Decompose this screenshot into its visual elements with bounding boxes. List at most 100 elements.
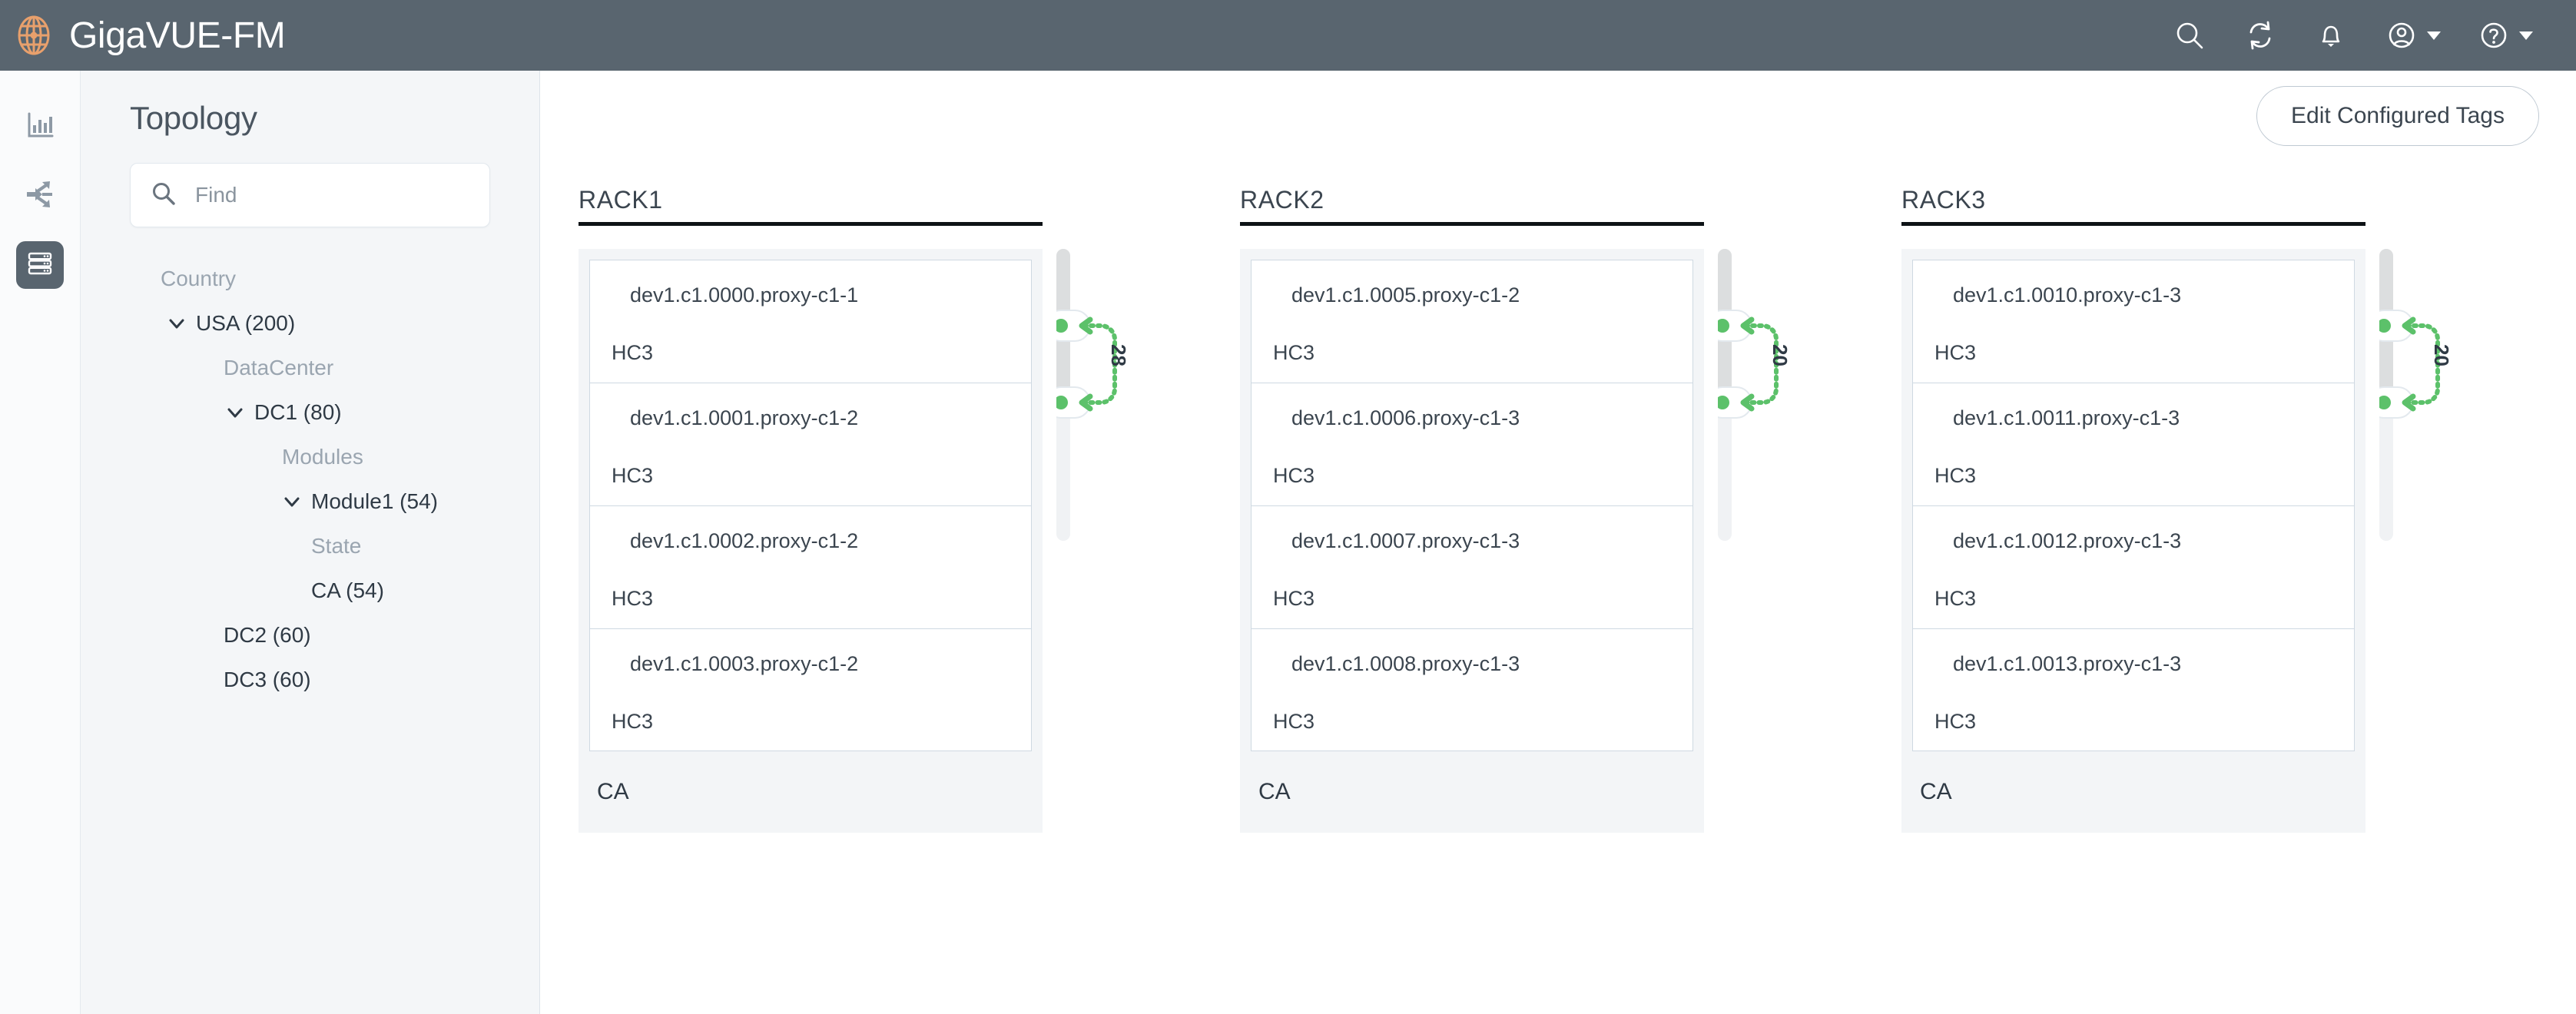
device-model: HC3: [1934, 464, 1977, 487]
tree-item-country: Country: [130, 257, 490, 301]
header-actions: [2172, 18, 2533, 53]
globe-icon: [12, 14, 55, 57]
notifications-bell-icon[interactable]: [2313, 18, 2349, 53]
chevron-down-icon: [2427, 31, 2441, 40]
device-name: dev1.c1.0011.proxy-c1-3: [1953, 406, 2180, 429]
refresh-icon[interactable]: [2243, 18, 2278, 53]
inventory-icon: [26, 250, 54, 281]
chevron-down-icon[interactable]: [165, 312, 188, 335]
rack-title: RACK3: [1901, 186, 1986, 214]
device-model: HC3: [1273, 587, 1315, 610]
device-model: HC3: [612, 710, 654, 733]
traffic-flows-icon: [25, 179, 55, 214]
tree-item-usa-200[interactable]: USA (200): [130, 301, 490, 346]
rack-connector-area: 20: [1718, 249, 1802, 616]
app-header: GigaVUE-FM: [0, 0, 2576, 71]
rack-title-underline: [1240, 222, 1704, 226]
device-model: HC3: [1934, 341, 1977, 364]
device-name: dev1.c1.0008.proxy-c1-3: [1291, 652, 1520, 675]
sidebar-item-inventory[interactable]: [16, 241, 64, 289]
sidebar-item-analytics[interactable]: [16, 103, 64, 151]
analytics-icon: [25, 111, 55, 144]
tree-item-label: Country: [161, 267, 237, 290]
chevron-down-icon[interactable]: [224, 401, 247, 424]
help-menu[interactable]: [2476, 18, 2533, 53]
device-name: dev1.c1.0013.proxy-c1-3: [1953, 652, 2182, 675]
device-model: HC3: [612, 341, 654, 364]
tree-item-state: State: [130, 524, 490, 568]
device-name: dev1.c1.0001.proxy-c1-2: [630, 406, 859, 429]
tree-item-label: CA (54): [311, 578, 384, 602]
device-model: HC3: [612, 464, 654, 487]
rack-footer-label: CA: [1920, 779, 1952, 804]
tree-item-modules: Modules: [130, 435, 490, 479]
tree-item-label: DC2 (60): [224, 623, 311, 647]
help-icon: [2476, 18, 2511, 53]
search-input[interactable]: [195, 183, 469, 207]
rack-link-diagram: [1718, 310, 1779, 419]
tree-item-label: State: [311, 534, 362, 558]
tree-item-label: USA (200): [196, 311, 296, 335]
rack-connector-area: 20: [2379, 249, 2464, 616]
tree-item-dc3-60[interactable]: DC3 (60): [130, 658, 490, 702]
brand: GigaVUE-FM: [12, 14, 286, 57]
device-model: HC3: [1273, 464, 1315, 487]
chevron-down-icon: [2519, 31, 2533, 40]
sidebar-item-traffic[interactable]: [16, 172, 64, 220]
edit-configured-tags-button[interactable]: Edit Configured Tags: [2256, 86, 2539, 146]
device-model: HC3: [1273, 341, 1315, 364]
rack-link-diagram: [2379, 310, 2440, 419]
device-model: HC3: [612, 587, 654, 610]
device-name: dev1.c1.0007.proxy-c1-3: [1291, 529, 1520, 552]
tree-item-dc1-80[interactable]: DC1 (80): [130, 390, 490, 435]
find-box[interactable]: [130, 163, 490, 227]
device-model: HC3: [1273, 710, 1315, 733]
device-model: HC3: [1934, 587, 1977, 610]
device-name: dev1.c1.0002.proxy-c1-2: [630, 529, 859, 552]
rack-title-underline: [1901, 222, 2365, 226]
user-account-menu[interactable]: [2384, 18, 2441, 53]
tree-item-module1-54[interactable]: Module1 (54): [130, 479, 490, 524]
link-count-label: 20: [1769, 344, 1792, 366]
tree-item-datacenter: DataCenter: [130, 346, 490, 390]
rack-link-diagram: [1056, 310, 1117, 419]
device-name: dev1.c1.0010.proxy-c1-3: [1953, 283, 2182, 307]
rack-title: RACK2: [1240, 186, 1324, 214]
chevron-down-icon[interactable]: [280, 490, 303, 513]
device-name: dev1.c1.0006.proxy-c1-3: [1291, 406, 1520, 429]
tree-item-label: DC1 (80): [254, 400, 342, 424]
rack-connector-area: 28: [1056, 249, 1141, 616]
search-icon[interactable]: [2172, 18, 2207, 53]
tree-item-dc2-60[interactable]: DC2 (60): [130, 613, 490, 658]
link-count-label: 28: [1107, 344, 1130, 366]
tree-item-ca-54[interactable]: CA (54): [130, 568, 490, 613]
device-name: dev1.c1.0012.proxy-c1-3: [1953, 529, 2182, 552]
device-model: HC3: [1934, 710, 1977, 733]
